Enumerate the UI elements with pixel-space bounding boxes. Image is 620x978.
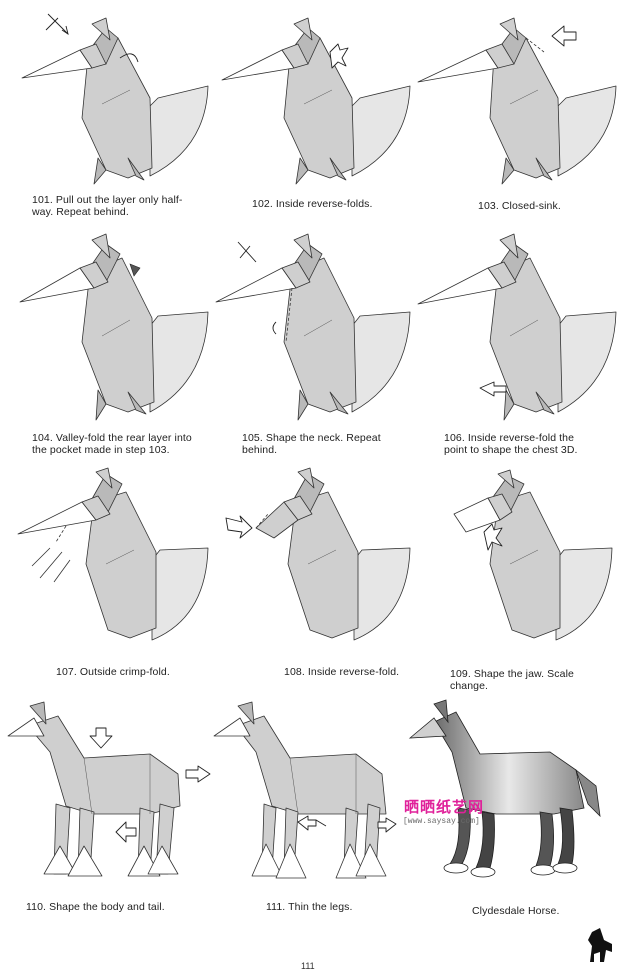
step-110-caption: 110. Shape the body and tail. — [26, 901, 165, 913]
step-103-diagram — [417, 17, 617, 185]
step-104-diagram — [19, 233, 209, 421]
step-106-caption: 106. Inside reverse-fold the point to sh… — [444, 432, 578, 456]
step-104-caption: 104. Valley-fold the rear layer into the… — [32, 432, 192, 456]
step-102-caption: 102. Inside reverse-folds. — [252, 198, 373, 210]
watermark-text: 晒晒纸艺网 — [404, 799, 485, 816]
step-110: 110. Shape the body and tail. — [0, 696, 211, 921]
step-106: 106. Inside reverse-fold the point to sh… — [414, 232, 617, 462]
step-106-diagram — [417, 233, 617, 421]
step-108-caption: 108. Inside reverse-fold. — [284, 666, 400, 678]
step-107-diagram — [17, 467, 209, 641]
step-105: 105. Shape the neck. Repeat behind. — [212, 232, 412, 462]
step-103: 103. Closed-sink. — [414, 8, 617, 228]
step-101-diagram — [21, 13, 209, 185]
horse-silhouette-icon — [586, 926, 616, 971]
final-model: Clydesdale Horse. — [400, 696, 620, 921]
final-model-diagram — [408, 699, 601, 878]
step-105-diagram — [215, 233, 411, 421]
step-111: 111. Thin the legs. — [206, 696, 416, 921]
step-104: 104. Valley-fold the rear layer into the… — [10, 232, 210, 462]
step-109-diagram — [453, 469, 613, 641]
final-model-caption: Clydesdale Horse. — [472, 905, 560, 917]
step-111-diagram — [213, 701, 397, 879]
step-105-caption: 105. Shape the neck. Repeat behind. — [242, 432, 381, 456]
step-107: 107. Outside crimp-fold. — [10, 467, 210, 688]
step-103-caption: 103. Closed-sink. — [478, 200, 561, 212]
page-number: 111 — [301, 961, 315, 971]
step-109: 109. Shape the jaw. Scale change. — [414, 468, 614, 693]
step-107-caption: 107. Outside crimp-fold. — [56, 666, 170, 678]
step-102-diagram — [221, 17, 411, 185]
step-102: 102. Inside reverse-folds. — [212, 8, 412, 228]
step-110-diagram — [7, 701, 211, 877]
step-101: 101. Pull out the layer only half- way. … — [10, 8, 210, 228]
step-101-caption: 101. Pull out the layer only half- way. … — [32, 194, 183, 218]
step-111-caption: 111. Thin the legs. — [266, 901, 353, 913]
watermark-url: [www.saysay.com] — [403, 817, 480, 826]
step-108-diagram — [225, 467, 411, 641]
step-108: 108. Inside reverse-fold. — [212, 467, 412, 688]
step-109-caption: 109. Shape the jaw. Scale change. — [450, 668, 574, 692]
